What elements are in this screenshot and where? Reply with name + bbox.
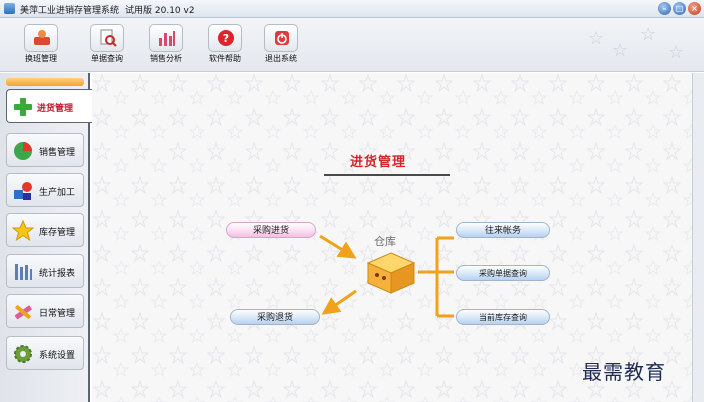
toolbar: ☆ ☆ ☆ ☆ 换班管理 单据查询 销售分析 ? 软件帮助 退出系统 [0,18,704,72]
app-version: 试用版 20.10 v2 [125,6,195,16]
shift-management-label: 换班管理 [25,54,57,63]
purchase-return-button[interactable]: 采购退货 [230,309,320,325]
background-star-pattern [92,73,692,402]
window-title: 美萍工业进销存管理系统试用版 20.10 v2 [20,3,195,16]
star-decoration-icon: ☆ [612,40,629,61]
close-button[interactable]: × [688,2,701,15]
title-bar: 美萍工业进销存管理系统试用版 20.10 v2 – □ × [0,0,704,18]
svg-text:?: ? [223,32,229,45]
branch-connector [418,236,454,318]
tools-icon [12,301,34,323]
sidebar-item-label: 日常管理 [39,309,76,319]
sidebar-item-label: 进货管理 [37,104,74,114]
sidebar-item-reports[interactable]: 统计报表 [6,254,84,288]
shapes-icon [12,180,34,202]
exit-system-label: 退出系统 [265,54,297,63]
sidebar-item-daily-management[interactable]: 日常管理 [6,294,84,328]
minimize-button[interactable]: – [658,2,671,15]
arrow-out-of-warehouse [321,289,357,315]
sidebar: 进货管理 销售管理 生产加工 库存管理 统计报表 日常管理 系统设置 [0,73,92,402]
help-icon: ? [208,24,242,52]
arrow-into-warehouse [319,234,357,259]
purchase-in-button[interactable]: 采购进货 [226,222,316,238]
sidebar-item-system-settings[interactable]: 系统设置 [6,336,84,370]
sidebar-item-label: 系统设置 [39,351,76,361]
gear-icon [12,343,34,365]
main-panel: 进货管理 采购进货 采购退货 仓库 往来帐务 采购单据查询 当前库存查询 [92,73,692,402]
star-icon [11,219,35,242]
sidebar-item-label: 生产加工 [39,188,76,198]
maximize-button[interactable]: □ [673,2,686,15]
plus-icon [12,96,34,118]
sidebar-item-purchase-management[interactable]: 进货管理 [6,89,92,123]
app-icon [4,3,15,14]
sidebar-item-label: 库存管理 [39,228,76,238]
sidebar-item-production[interactable]: 生产加工 [6,173,84,207]
purchase-document-query-button[interactable]: 采购单据查询 [456,265,550,281]
document-query-button[interactable]: 单据查询 [84,24,130,66]
sidebar-item-label: 销售管理 [39,148,76,158]
power-icon [264,24,298,52]
warehouse-box-icon[interactable] [366,251,416,295]
sidebar-item-sales-management[interactable]: 销售管理 [6,133,84,167]
app-title: 美萍工业进销存管理系统 [20,6,120,16]
document-query-label: 单据查询 [91,54,123,63]
right-frame-edge [692,73,704,402]
sales-analysis-button[interactable]: 销售分析 [143,24,189,66]
star-decoration-icon: ☆ [588,28,605,49]
software-help-button[interactable]: ? 软件帮助 [202,24,248,66]
bar-chart-icon [149,24,183,52]
warehouse-label: 仓库 [374,235,396,248]
shift-management-button[interactable]: 换班管理 [18,24,64,66]
current-inventory-query-button[interactable]: 当前库存查询 [456,309,550,325]
sidebar-accent-strip [6,78,84,86]
section-title-underline [324,174,450,176]
shift-icon [24,24,58,52]
software-help-label: 软件帮助 [209,54,241,63]
accounts-button[interactable]: 往来帐务 [456,222,550,238]
sidebar-item-inventory[interactable]: 库存管理 [6,213,84,247]
sidebar-item-label: 统计报表 [39,269,76,279]
exit-system-button[interactable]: 退出系统 [258,24,304,66]
section-title: 进货管理 [350,155,407,170]
star-decoration-icon: ☆ [668,42,685,63]
flow-connectors [319,234,454,318]
pie-chart-icon [12,140,34,162]
watermark-text: 最需教育 [582,360,666,384]
sales-analysis-label: 销售分析 [150,54,182,63]
report-icon [12,261,34,283]
star-decoration-icon: ☆ [640,24,657,45]
document-search-icon [90,24,124,52]
